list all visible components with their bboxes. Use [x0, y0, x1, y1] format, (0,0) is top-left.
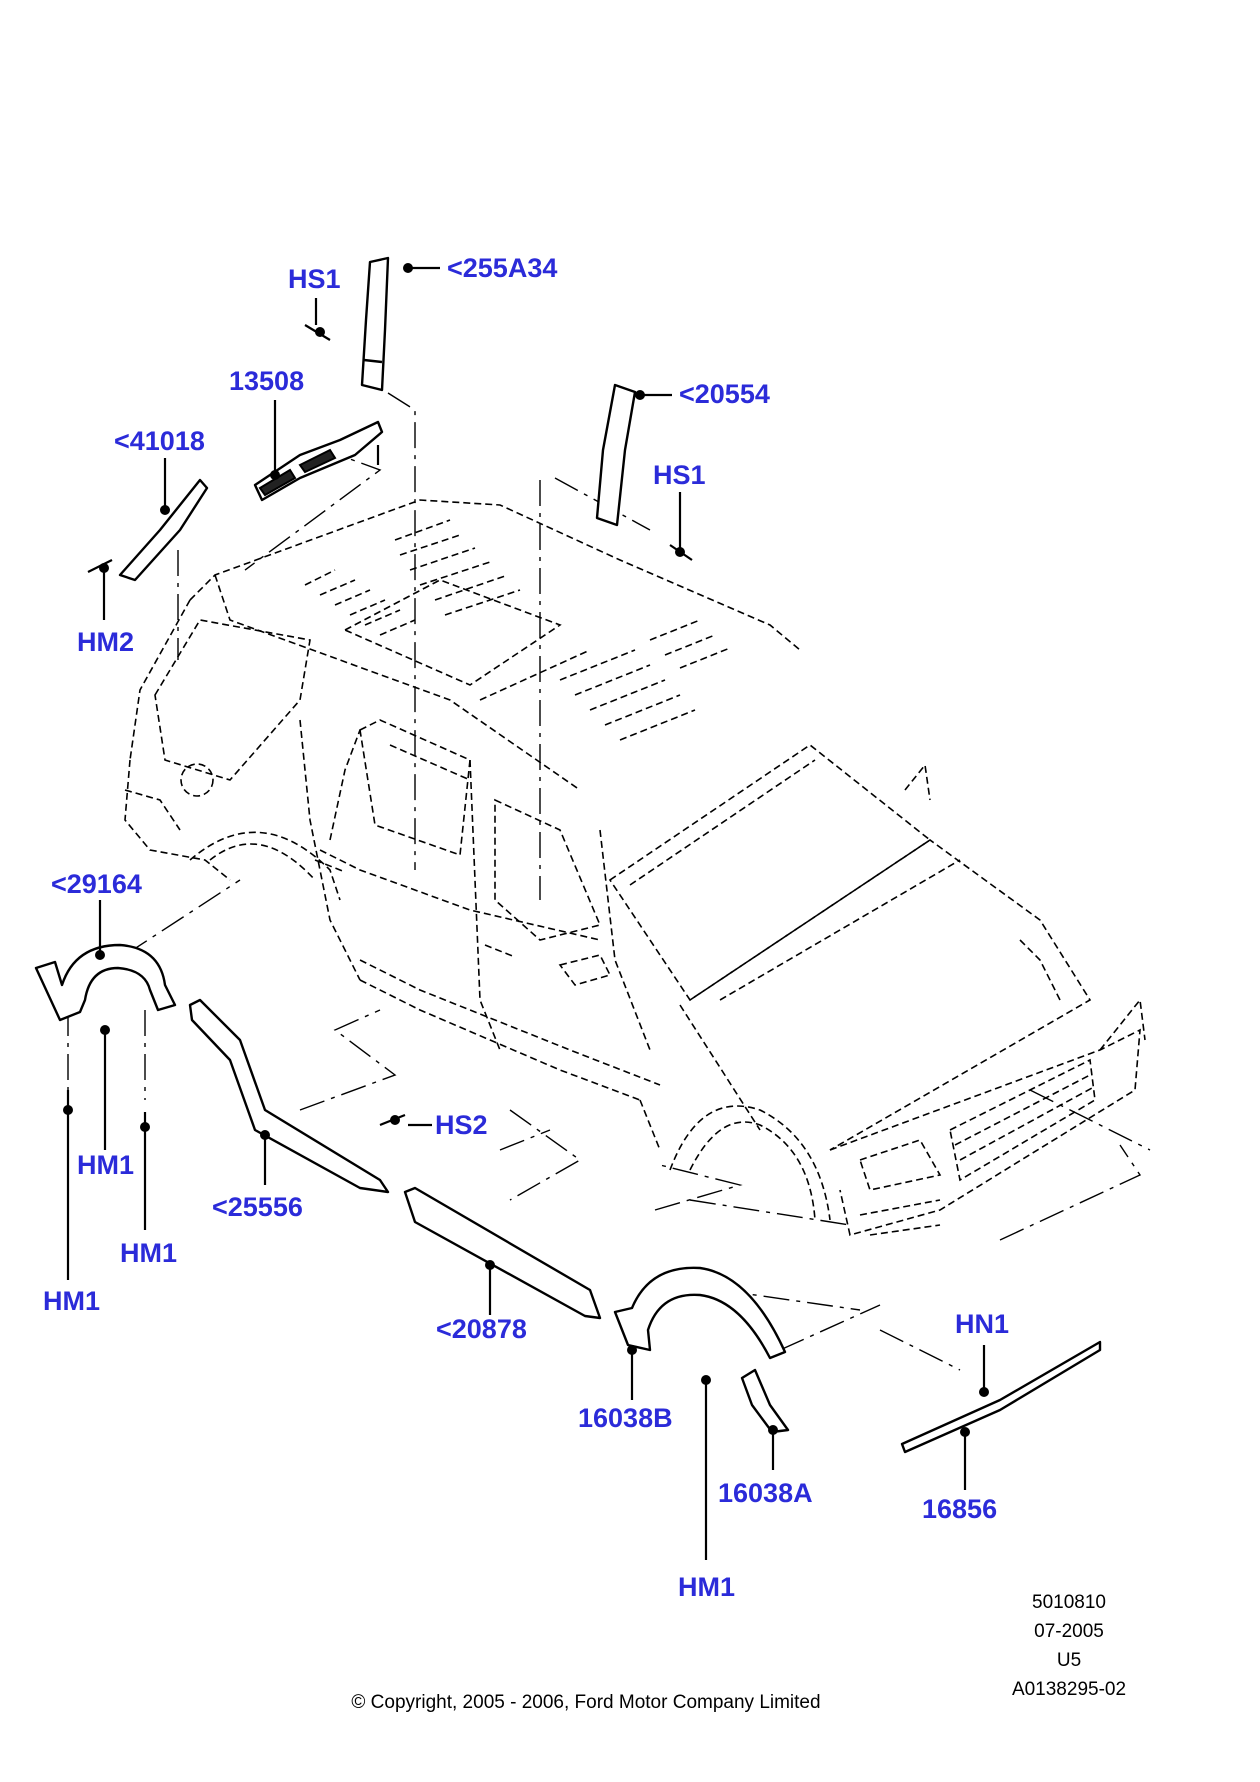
callout-HS1-right[interactable]: HS1 [653, 460, 706, 490]
part-HS1-screw-right [669, 544, 693, 561]
reference-block: 5010810 07-2005 U5 A0138295-02 [1012, 1592, 1126, 1700]
part-16038B-front-wheel-arch-moulding [613, 1266, 787, 1360]
part-HS2-screw [379, 1113, 406, 1127]
part-25556-rocker-moulding-rear [188, 998, 390, 1194]
part-HM2-clip [87, 559, 113, 573]
callout-25556[interactable]: <25556 [212, 1192, 303, 1222]
callout-13508[interactable]: 13508 [229, 366, 304, 396]
callout-41018[interactable]: <41018 [114, 426, 205, 456]
callout-16038B[interactable]: 16038B [578, 1403, 673, 1433]
part-16856-front-moulding [900, 1340, 1102, 1454]
vehicle-outline [124, 499, 1146, 1236]
callout-HM1-center[interactable]: HM1 [77, 1150, 134, 1180]
callout-HS2[interactable]: HS2 [435, 1110, 488, 1140]
alignment-lines [67, 392, 1151, 1371]
part-20554-pillar-moulding [595, 383, 637, 527]
callout-16856[interactable]: 16856 [922, 1494, 997, 1524]
reference-drawing-id: A0138295-02 [1012, 1679, 1126, 1700]
callout-HS1-upper[interactable]: HS1 [288, 264, 341, 294]
callout-HM1-front[interactable]: HM1 [678, 1572, 735, 1602]
callout-29164[interactable]: <29164 [51, 869, 142, 899]
callout-HM1-left[interactable]: HM1 [43, 1286, 100, 1316]
callout-labels: <255A34 HS1 13508 <20554 <41018 HS1 HM2 … [43, 253, 1009, 1602]
part-HS1-screw-upper [304, 324, 331, 341]
callout-HM2[interactable]: HM2 [77, 627, 134, 657]
reference-number: 5010810 [1032, 1592, 1106, 1613]
callout-255A34[interactable]: <255A34 [447, 253, 557, 283]
part-16038A-moulding-extension [740, 1368, 790, 1434]
part-13508-lamp-assembly [253, 420, 384, 502]
leader-lines [66, 263, 986, 1560]
part-29164-rear-wheel-arch-moulding [34, 943, 177, 1022]
part-41018-garnish [118, 478, 209, 582]
reference-date: 07-2005 [1034, 1621, 1104, 1642]
copyright-notice: © Copyright, 2005 - 2006, Ford Motor Com… [351, 1692, 820, 1713]
callout-16038A[interactable]: 16038A [718, 1478, 813, 1508]
callout-20554[interactable]: <20554 [679, 379, 770, 409]
callout-HN1[interactable]: HN1 [955, 1309, 1009, 1339]
part-255A34-pillar-moulding [360, 256, 390, 392]
callout-HM1-right[interactable]: HM1 [120, 1238, 177, 1268]
part-HM1-clip-rear-right [140, 1112, 150, 1132]
part-20878-rocker-moulding-front [403, 1186, 602, 1320]
callout-20878[interactable]: <20878 [436, 1314, 527, 1344]
reference-model: U5 [1057, 1650, 1081, 1671]
